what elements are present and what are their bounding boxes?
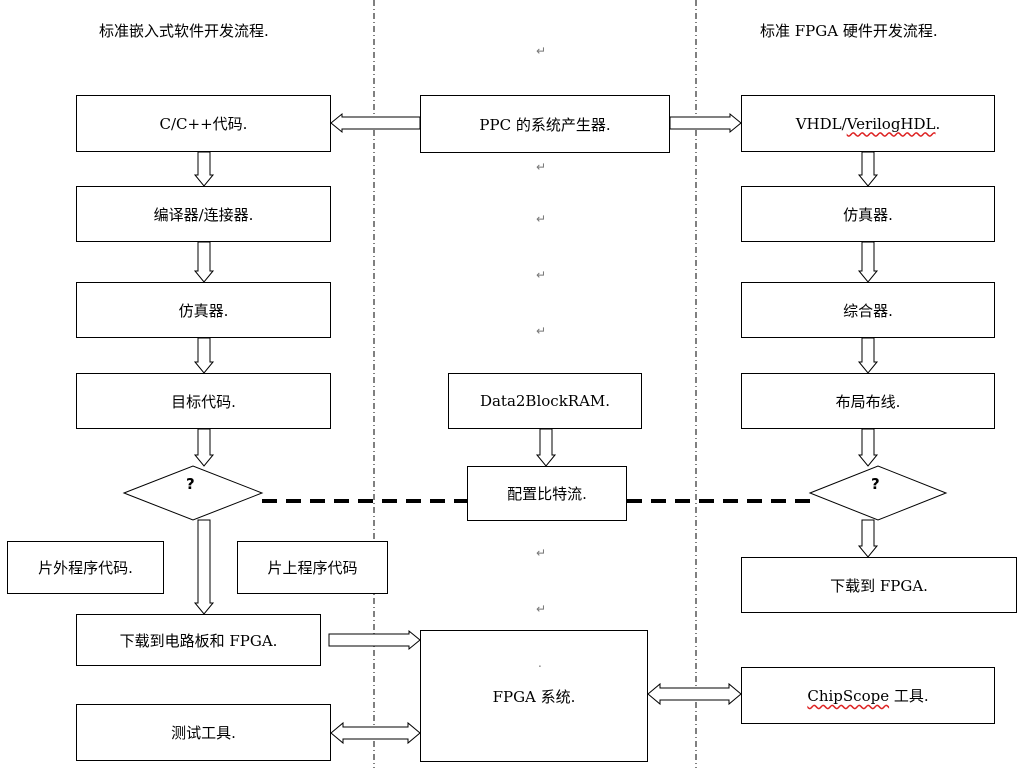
synthesizer-label: 综合器. [843,301,893,320]
arrow-ppc-to-hdl [669,112,742,134]
onchip-code-box: 片上程序代码 [237,541,388,594]
para-mark-3: ↵ [536,212,547,226]
arrow-decision-to-download [193,519,215,615]
ppc-generator-box: PPC 的系统产生器. [420,95,670,153]
right-flow-header: 标准 FPGA 硬件开发流程. [760,22,938,40]
para-mark-2: ↵ [536,160,547,174]
arrow-test-tool-fpga-system [330,721,421,745]
chipscope-box: ChipScope 工具. [741,667,995,724]
hdl-label: VHDL/VerilogHDL. [795,114,941,133]
arrow-fpga-system-chipscope [647,682,742,706]
synthesizer-box: 综合器. [741,282,995,338]
target-code-box: 目标代码. [76,373,331,429]
offchip-code-label: 片外程序代码. [38,559,133,577]
download-fpga-label: 下载到 FPGA. [830,576,928,595]
simulator-label: 仿真器. [178,301,229,320]
bitstream-label: 配置比特流. [507,485,587,503]
target-code-label: 目标代码. [171,392,236,411]
arrow-download-to-fpga-system [328,629,421,651]
arrow-data2bram-to-bitstream [535,428,557,467]
arrow-compiler-to-simulator [193,241,215,283]
para-mark-5: ↵ [536,324,547,338]
simulator-box: 仿真器. [76,282,331,338]
bitstream-box: 配置比特流. [467,466,627,521]
arrow-synth-to-par [857,337,879,374]
right-simulator-box: 仿真器. [741,186,995,242]
arrow-simulator-to-target [193,337,215,374]
left-flow-header: 标准嵌入式软件开发流程. [99,22,269,40]
right-decision-label: ? [871,475,880,493]
test-tool-box: 测试工具. [76,704,331,761]
test-tool-label: 测试工具. [171,724,236,742]
left-decision-diamond [122,465,264,521]
fpga-system-box: FPGA 系统. [420,630,648,762]
para-mark-1: ↵ [536,44,547,58]
place-route-box: 布局布线. [741,373,995,429]
right-decision-diamond [808,465,948,521]
arrow-par-to-decision [857,428,879,467]
hollow-arrows [193,112,879,745]
arrow-code-to-compiler [193,151,215,187]
data2blockram-box: Data2BlockRAM. [448,373,642,429]
arrow-simulator-to-synth [857,241,879,283]
para-mark-6: ↵ [536,546,547,560]
download-fpga-box: 下载到 FPGA. [741,557,1017,613]
arrow-decision-to-download-fpga [857,519,879,558]
fpga-system-label: FPGA 系统. [492,687,576,706]
onchip-code-label: 片上程序代码 [267,559,358,577]
place-route-label: 布局布线. [835,392,901,411]
compiler-linker-box: 编译器/连接器. [76,186,331,242]
para-mark-4: ↵ [536,268,547,282]
ppc-generator-label: PPC 的系统产生器. [479,115,611,134]
data2blockram-label: Data2BlockRAM. [479,392,611,410]
para-mark-7: ↵ [536,602,547,616]
cpp-code-label: C/C++代码. [159,115,248,133]
hdl-box: VHDL/VerilogHDL. [741,95,995,152]
right-simulator-label: 仿真器. [843,205,893,224]
arrow-target-to-decision [193,428,215,467]
fpga-system-mark: . [538,656,542,670]
compiler-linker-label: 编译器/连接器. [153,205,254,224]
arrow-ppc-to-cpp [330,112,421,134]
offchip-code-box: 片外程序代码. [7,541,164,594]
arrow-hdl-to-simulator [857,151,879,187]
cpp-code-box: C/C++代码. [76,95,331,152]
left-decision-label: ? [186,475,195,493]
chipscope-label: ChipScope 工具. [807,687,929,705]
download-board-box: 下载到电路板和 FPGA. [76,614,321,666]
download-board-label: 下载到电路板和 FPGA. [119,631,278,650]
